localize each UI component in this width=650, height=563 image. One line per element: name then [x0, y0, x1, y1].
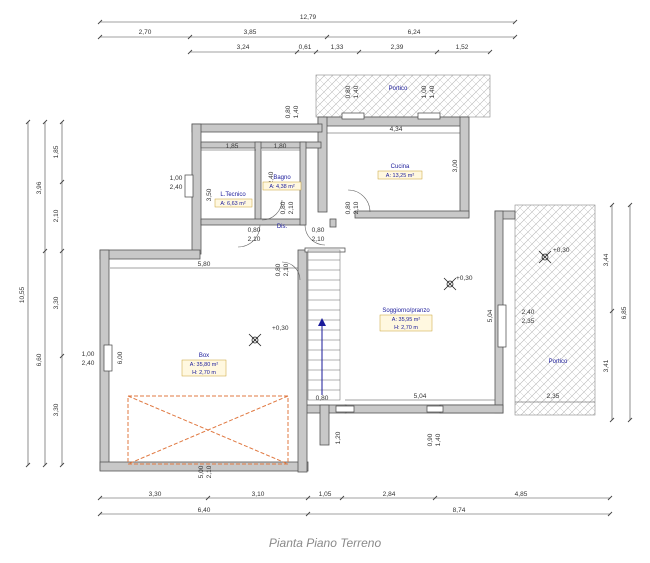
dim-left-inner: 3,30 — [53, 296, 60, 309]
opening-label: 2,10 — [353, 201, 360, 214]
dim-left-outer: 6,60 — [36, 353, 43, 366]
opening-label: 0,80 — [275, 263, 282, 276]
room-bagno-name: Bagno — [273, 175, 291, 181]
dim-top-row2: 2,39 — [391, 44, 404, 51]
dim-left-inner: 2,10 — [53, 209, 60, 222]
dim-cucina-width: 4,34 — [390, 126, 403, 133]
room-portico-right-name: Portico — [549, 359, 568, 365]
room-bagno-area: A: 4,38 m² — [269, 184, 295, 190]
room-cucina-area: A: 13,25 m² — [386, 173, 415, 179]
windows — [103, 112, 507, 413]
dim-left-inner: 3,30 — [53, 403, 60, 416]
portico-right-area — [514, 204, 596, 416]
room-box-area-box — [181, 359, 227, 377]
dim-right-inner: 3,44 — [603, 253, 610, 266]
opening-label: 1,00 — [170, 175, 183, 182]
room-ltecnico-area: A: 6,63 m² — [220, 201, 246, 207]
room-dis-name: Dis. — [277, 224, 288, 230]
opening-label: 1,00 — [421, 85, 428, 98]
room-box-area: A: 35,80 m² — [190, 362, 219, 368]
opening-label: 0,80 — [345, 85, 352, 98]
opening-label: 2,40 — [522, 309, 535, 316]
dim-ltecnico-h: 3,50 — [206, 188, 213, 201]
dim-bottom-row1: 2,84 — [383, 491, 396, 498]
dim-left-overall: 10,55 — [19, 286, 26, 303]
dim-right-outer: 6,85 — [621, 306, 628, 319]
dim-bottom-row1: 4,85 — [515, 491, 528, 498]
room-ltecnico-area-box — [214, 198, 253, 208]
opening-label: 0,80 — [312, 227, 325, 234]
opening-label: 0,80 — [285, 105, 292, 118]
room-ltecnico-name: L.Tecnico — [220, 192, 246, 198]
opening-label: 0,90 — [427, 433, 434, 446]
dim-cucina-depth: 3,00 — [452, 159, 459, 172]
dim-bottom-row1: 3,30 — [149, 491, 162, 498]
dim-top-row1: 2,70 — [139, 29, 152, 36]
dim-box-width: 5,80 — [198, 261, 211, 268]
opening-label: 0,80 — [248, 227, 261, 234]
opening-label: 1,20 — [335, 431, 342, 444]
dim-bottom-row2: 8,74 — [453, 507, 466, 514]
opening-label: 1,40 — [435, 433, 442, 446]
level-soggiorno: +0,30 — [456, 275, 473, 282]
room-soggiorno-area-box — [379, 314, 433, 332]
dim-ltecnico-width: 1,85 — [226, 143, 239, 150]
dim-top-row1: 3,85 — [244, 29, 257, 36]
opening-label: 0,80 — [316, 395, 329, 402]
dimension-lines — [25, 19, 633, 517]
opening-label: 1,40 — [429, 85, 436, 98]
dim-top-row2: 1,33 — [331, 44, 344, 51]
dim-left-outer: 3,96 — [36, 181, 43, 194]
staircase — [307, 249, 341, 401]
opening-label: 2,10 — [283, 263, 290, 276]
level-portico: +0,30 — [553, 247, 570, 254]
dim-top-row2: 1,52 — [456, 44, 469, 51]
room-soggiorno-height: H: 2,70 m — [394, 325, 418, 331]
dim-bagno-h: 2,40 — [268, 171, 275, 184]
dim-bagno-width: 1,80 — [274, 143, 287, 150]
doors — [237, 189, 371, 281]
room-cucina-area-box — [377, 170, 423, 180]
dim-bottom-row1: 1,05 — [319, 491, 332, 498]
level-markers — [248, 250, 552, 347]
dim-portico-right-width: 2,35 — [547, 393, 560, 400]
dim-left-inner: 1,85 — [53, 145, 60, 158]
room-soggiorno-area: A: 35,95 m² — [392, 317, 421, 323]
opening-label: 1,40 — [293, 105, 300, 118]
dim-box-depth: 5,00 — [198, 465, 205, 478]
room-bagno-area-box — [262, 181, 302, 191]
opening-label: 2,10 — [288, 201, 295, 214]
garage-door — [127, 395, 289, 465]
opening-label: 5,04 — [487, 309, 494, 322]
opening-label: 0,80 — [345, 201, 352, 214]
opening-label: 1,00 — [82, 351, 95, 358]
portico-top-area — [315, 74, 491, 118]
dim-overall-top: 12,79 — [300, 14, 317, 21]
opening-label: 2,35 — [522, 318, 535, 325]
opening-label: 0,80 — [280, 201, 287, 214]
dim-top-row2: 3,24 — [237, 44, 250, 51]
plan-caption: Pianta Piano Terreno — [268, 536, 382, 550]
room-box-name: Box — [199, 353, 209, 359]
room-soggiorno-name: Soggiorno/pranzo — [382, 308, 430, 314]
opening-label: 2,10 — [248, 236, 261, 243]
opening-label: 1,40 — [353, 85, 360, 98]
opening-label: 2,10 — [312, 236, 325, 243]
dim-bottom-row1: 3,10 — [252, 491, 265, 498]
dim-soggiorno-width: 5,04 — [414, 393, 427, 400]
room-cucina-name: Cucina — [391, 164, 410, 170]
room-box-height: H: 2,70 m — [192, 370, 216, 376]
level-box: +0,30 — [272, 325, 289, 332]
dim-top-row2: 0,61 — [299, 44, 312, 51]
opening-label: 6,00 — [117, 351, 124, 364]
dim-right-inner: 3,41 — [603, 359, 610, 372]
opening-label: 2,40 — [170, 184, 183, 191]
room-portico-top-name: Portico — [389, 86, 408, 92]
dim-bottom-row2: 6,40 — [198, 507, 211, 514]
dim-box-door: 2,10 — [206, 465, 213, 478]
dim-top-row1: 6,24 — [408, 29, 421, 36]
opening-label: 2,40 — [82, 360, 95, 367]
